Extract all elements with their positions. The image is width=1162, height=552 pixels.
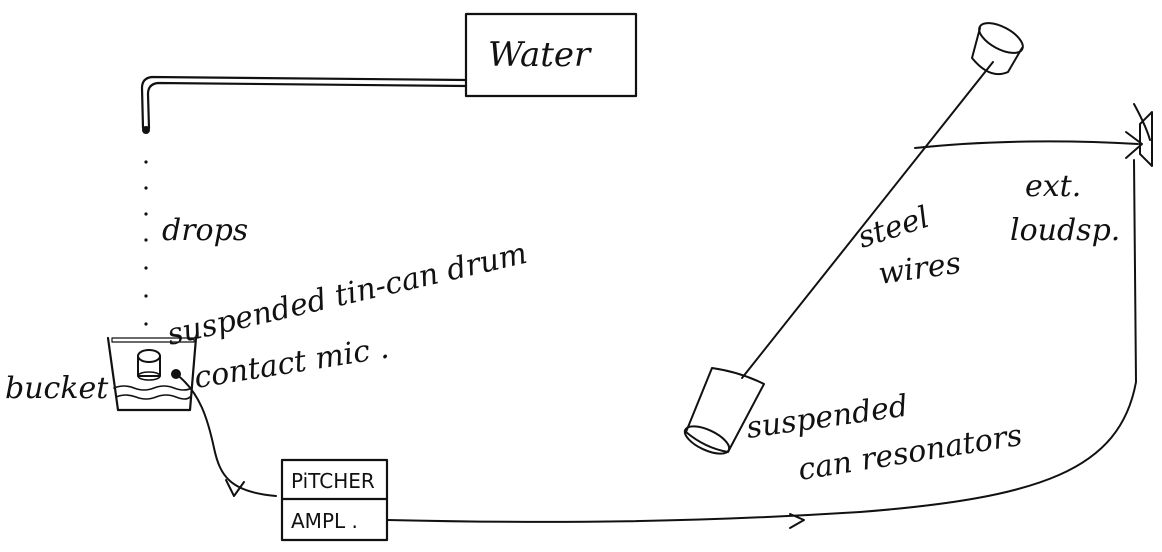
bucket [106, 336, 198, 412]
pitcher-ampl-box: PiTCHER AMPL . [280, 458, 389, 542]
top-can-resonator [971, 22, 1024, 76]
loudspeaker-wire [914, 140, 1139, 149]
ampl-label: AMPL . [291, 509, 358, 533]
pitcher-label: PiTCHER [291, 469, 375, 493]
water-label: Water [488, 35, 592, 75]
steel-label: steel [854, 200, 934, 256]
loudspeaker-icon [1133, 103, 1153, 167]
bottom-can-resonator [683, 367, 765, 455]
signal-line [386, 159, 1137, 523]
mic-cable [175, 373, 277, 497]
ext-label: ext. [1025, 169, 1081, 204]
drops-label: drops [162, 213, 248, 248]
bucket-label: bucket [5, 371, 109, 406]
loudspeaker-arrow [1125, 131, 1143, 159]
resonators-label-1: suspended [744, 389, 910, 446]
cable-arrow [225, 479, 245, 497]
drops-line [144, 160, 148, 326]
tin-can-drum [137, 349, 161, 381]
water-pipe [140, 75, 468, 134]
pipe-nozzle [142, 126, 150, 134]
drum-label: suspended tin-can drum [164, 236, 531, 353]
wires-label: wires [876, 246, 963, 292]
signal-arrow [789, 513, 805, 529]
steel-wire [741, 61, 994, 379]
water-tank: Water [464, 12, 638, 98]
loudsp-label: loudsp. [1010, 213, 1120, 248]
